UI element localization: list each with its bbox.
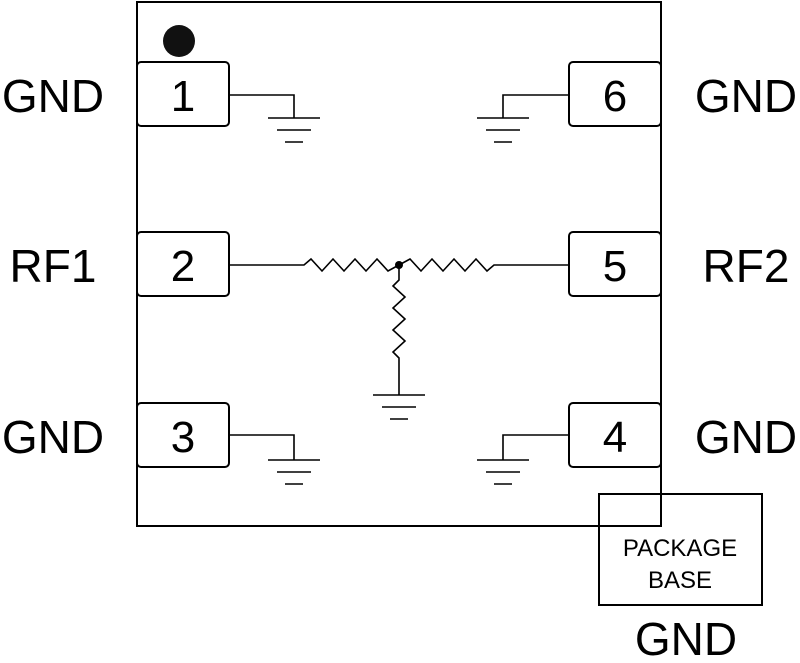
pin-1-ground-connection xyxy=(229,94,320,143)
pin-4-ground-connection xyxy=(477,434,569,485)
pin-6-ground-connection xyxy=(477,94,569,143)
pin-5-number: 5 xyxy=(603,242,627,291)
pin-1-label: GND xyxy=(2,70,104,122)
pin-5-label: RF2 xyxy=(703,240,790,292)
pin-3-ground-connection xyxy=(229,434,320,485)
pin-2-number: 2 xyxy=(171,242,195,291)
pin-2-pad xyxy=(136,231,230,297)
pin-1-pad xyxy=(136,61,230,127)
rf1-series-resistor xyxy=(229,257,400,273)
rf2-series-resistor xyxy=(398,257,569,273)
pin1-indicator-dot xyxy=(163,25,195,57)
package-base-line1: PACKAGE xyxy=(623,535,737,562)
package-base-gnd-label: GND xyxy=(635,613,737,663)
pin-6-label: GND xyxy=(695,70,797,122)
pin-1-number: 1 xyxy=(171,72,195,121)
pin-5-pad xyxy=(568,231,662,297)
shunt-resistor xyxy=(391,265,407,395)
pin-3-label: GND xyxy=(2,411,104,463)
package-base-line2: BASE xyxy=(648,567,712,594)
pin-6-number: 6 xyxy=(603,72,627,121)
pin-4-number: 4 xyxy=(603,413,627,462)
pin-2-label: RF1 xyxy=(10,240,97,292)
pin-3-number: 3 xyxy=(171,413,195,462)
pin-6-pad xyxy=(568,61,662,127)
pin-4-label: GND xyxy=(695,411,797,463)
package-base-box xyxy=(598,493,763,606)
shunt-ground-symbol xyxy=(373,394,425,420)
